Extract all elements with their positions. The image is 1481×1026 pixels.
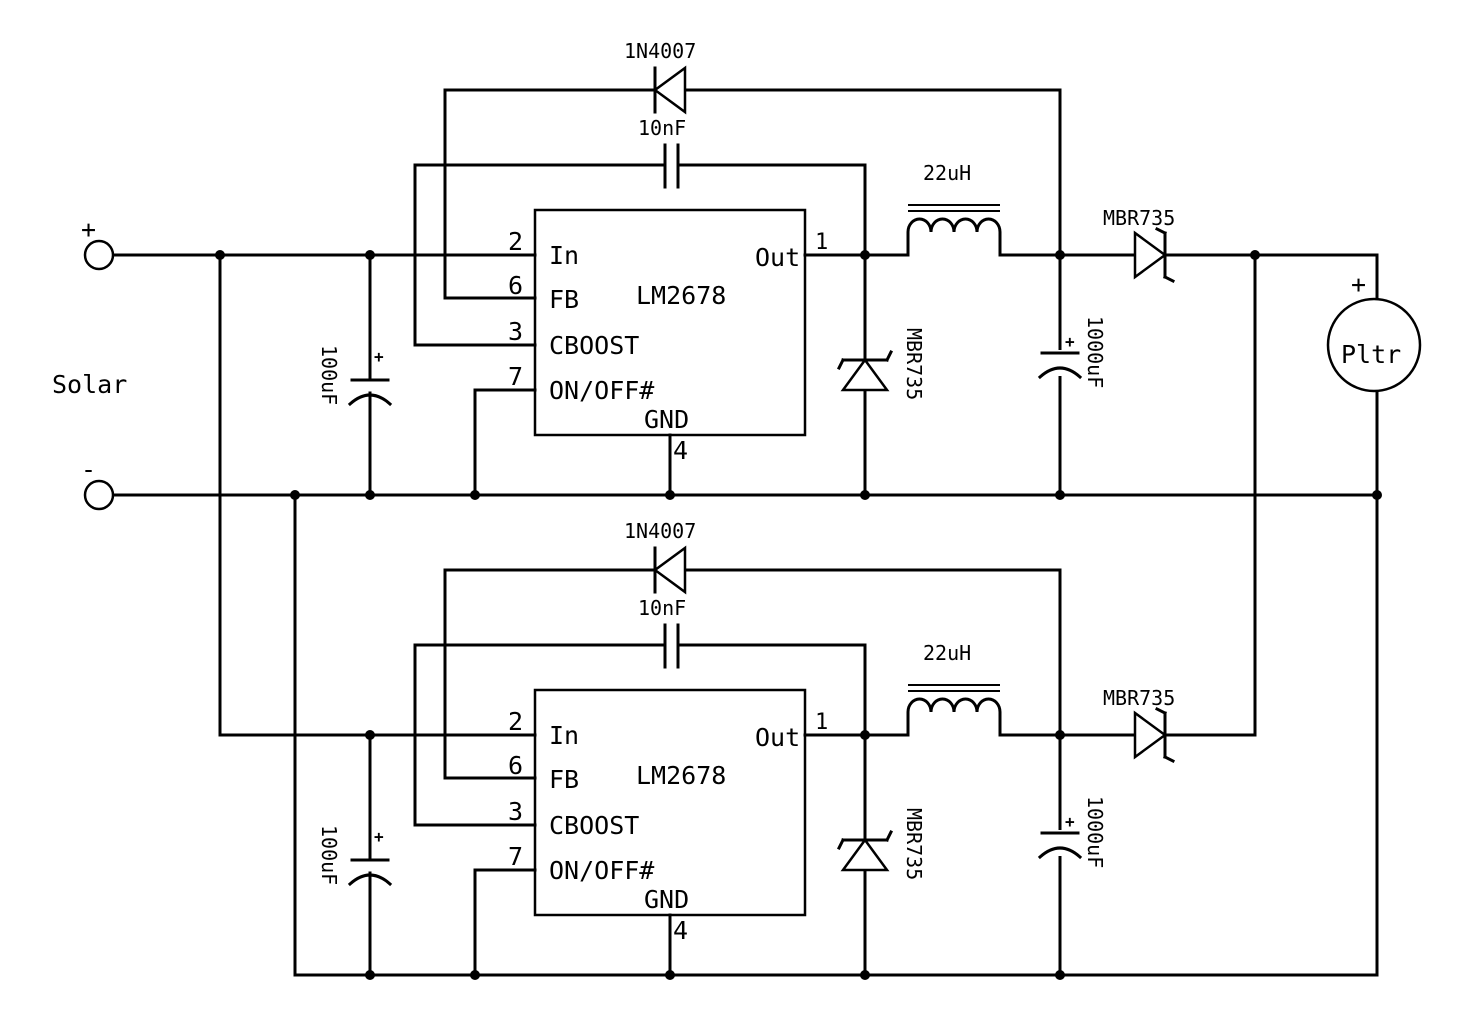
stage-2-feedback-diode: 1N4007 <box>624 519 696 595</box>
stage-1-pin-gnd-number: 4 <box>673 436 688 465</box>
stage-2-input-capacitor: + 100uF <box>317 825 393 887</box>
stage-1-output-capacitor-label: 1000uF <box>1083 316 1107 388</box>
shared-wiring <box>111 253 1379 977</box>
stage-1-boost-capacitor-label: 10nF <box>638 116 686 140</box>
stage-1-pin-out-name: Out <box>755 243 800 272</box>
stage-1-input-capacitor-label: 100uF <box>317 345 341 405</box>
converter-stage-1: LM2678 In FB CBOOST ON/OFF# GND Out 2 6 … <box>317 39 1257 500</box>
solar-negative-sign: - <box>81 455 96 484</box>
stage-2-pin-gnd-number: 4 <box>673 916 688 945</box>
stage-1-output-diode: MBR735 <box>1103 206 1175 284</box>
stage-1-pin-cboost-name: CBOOST <box>549 331 639 360</box>
solar-label: Solar <box>52 370 127 399</box>
stage-1-pin-onoff-name: ON/OFF# <box>549 376 654 405</box>
stage-2-boost-capacitor: 10nF <box>638 596 686 669</box>
stage-2-pin-onoff-name: ON/OFF# <box>549 856 654 885</box>
stage-2-output-diode-label: MBR735 <box>1103 686 1175 710</box>
junction-dots <box>215 250 1382 500</box>
stage-1-pin-fb-name: FB <box>549 285 579 314</box>
stage-2-output-capacitor-polarity: + <box>1065 812 1075 831</box>
solar-negative-terminal <box>83 479 115 511</box>
stage-2-pin-in-number: 2 <box>508 707 523 736</box>
load-positive-sign: + <box>1351 270 1366 299</box>
load-symbol <box>1326 297 1422 393</box>
stage-1-output-capacitor: + 1000uF <box>1037 316 1107 388</box>
stage-1-boost-capacitor: 10nF <box>638 116 686 189</box>
stage-1-ic-body <box>533 208 807 437</box>
stage-2-output-capacitor: + 1000uF <box>1037 796 1107 868</box>
stage-2-pin-cboost-number: 3 <box>508 797 523 826</box>
stage-1-input-capacitor-polarity: + <box>374 347 384 366</box>
stage-1-inductor-label: 22uH <box>923 161 971 185</box>
stage-2-boost-capacitor-label: 10nF <box>638 596 686 620</box>
converter-stage-2: LM2678 In FB CBOOST ON/OFF# GND Out 2 6 … <box>317 519 1257 980</box>
stage-1-pin-fb-number: 6 <box>508 271 523 300</box>
stage-2-ic-name: LM2678 <box>636 761 726 790</box>
stage-2-catch-diode: MBR735 <box>836 808 926 880</box>
stage-2-pin-out-name: Out <box>755 723 800 752</box>
solar-positive-sign: + <box>81 215 96 244</box>
stage-2-input-capacitor-polarity: + <box>374 827 384 846</box>
stage-1-catch-diode: MBR735 <box>836 328 926 400</box>
load-label: Pltr <box>1341 340 1401 369</box>
stage-1-feedback-diode: 1N4007 <box>624 39 696 115</box>
stage-1-output-diode-label: MBR735 <box>1103 206 1175 230</box>
stage-2-ic-body <box>533 688 807 917</box>
stage-2-pin-gnd-name: GND <box>644 885 689 914</box>
stage-1-feedback-diode-label: 1N4007 <box>624 39 696 63</box>
stage-2-pin-fb-number: 6 <box>508 751 523 780</box>
stage-2-inductor-label: 22uH <box>923 641 971 665</box>
load-pltr: Pltr + <box>1326 270 1422 393</box>
stage-2-catch-diode-label: MBR735 <box>902 808 926 880</box>
stage-2-pin-out-number: 1 <box>815 710 828 735</box>
stage-2-feedback-diode-label: 1N4007 <box>624 519 696 543</box>
stage-1-pin-in-number: 2 <box>508 227 523 256</box>
stage-1-pin-out-number: 1 <box>815 230 828 255</box>
solar-positive-terminal <box>83 239 115 271</box>
solar-input: + - Solar <box>52 215 127 511</box>
stage-1-inductor: 22uH <box>906 161 1002 257</box>
stage-1-input-capacitor: + 100uF <box>317 345 393 407</box>
stage-1-output-capacitor-polarity: + <box>1065 332 1075 351</box>
stage-2-pin-in-name: In <box>549 721 579 750</box>
stage-1-pin-onoff-number: 7 <box>508 362 523 391</box>
stage-2-pin-fb-name: FB <box>549 765 579 794</box>
stage-1-wiring <box>368 88 1257 497</box>
stage-1-ic-name: LM2678 <box>636 281 726 310</box>
stage-1-pin-cboost-number: 3 <box>508 317 523 346</box>
stage-1-junctions <box>365 250 1065 500</box>
stage-2-input-capacitor-label: 100uF <box>317 825 341 885</box>
stage-2-pin-cboost-name: CBOOST <box>549 811 639 840</box>
stage-2-wiring <box>368 568 1257 977</box>
stage-2-pin-onoff-number: 7 <box>508 842 523 871</box>
stage-2-inductor: 22uH <box>906 641 1002 737</box>
stage-1-pin-gnd-name: GND <box>644 405 689 434</box>
stage-1-pin-in-name: In <box>549 241 579 270</box>
stage-2-output-diode: MBR735 <box>1103 686 1175 764</box>
stage-2-output-capacitor-label: 1000uF <box>1083 796 1107 868</box>
stage-2-junctions <box>365 730 1065 980</box>
stage-1-catch-diode-label: MBR735 <box>902 328 926 400</box>
